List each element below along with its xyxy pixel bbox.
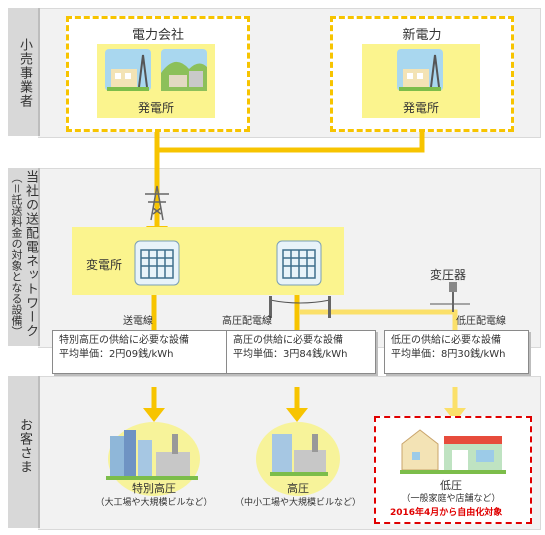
retail-side-label: 小売事業者	[8, 8, 40, 136]
transformer-icon	[449, 282, 457, 312]
network-side-label: 当社の送配電ネットワーク （＝託送料金の対象となる設備）	[8, 168, 40, 346]
power-plant-icon	[105, 49, 151, 91]
high-voltage-line-label: 高圧配電線	[222, 316, 272, 327]
high-customer-name: 高圧	[287, 482, 309, 495]
arrow-to-low	[444, 408, 466, 422]
card-title: 低圧の供給に必要な設備	[391, 335, 501, 346]
liberalization-note: 2016年4月から自由化対象	[390, 508, 503, 518]
distribution-substation-icon	[276, 240, 322, 286]
card-price: 平均単価：3円84銭/kWh	[233, 349, 348, 360]
utility-pole-icon	[269, 296, 331, 318]
network-section-title: 当社の送配電ネットワーク	[23, 170, 38, 338]
low-customer-name: 低圧	[440, 479, 462, 492]
extra-high-customer-desc: （大工場や大規模ビルなど）	[95, 498, 213, 508]
customers-side-label: お客さま	[8, 376, 40, 528]
customers-section-title: お客さま	[17, 418, 32, 474]
transmission-tower-icon	[145, 185, 169, 221]
arrow-to-high	[286, 408, 308, 422]
low-voltage-line-label: 低圧配電線	[456, 316, 506, 327]
retail-section-title: 小売事業者	[17, 38, 32, 108]
substation-icon	[134, 240, 180, 286]
power-company-plant-label: 発電所	[137, 101, 174, 115]
network-section-note: （＝託送料金の対象となる設備）	[10, 172, 23, 337]
arrow-to-extra-high	[143, 408, 165, 422]
house-and-shop-icon	[400, 429, 506, 474]
high-customer-desc: （中小工場や大規模ビルなど）	[234, 498, 361, 508]
equipment-card-high: 高圧の供給に必要な設備 平均単価：3円84銭/kWh	[226, 330, 376, 374]
extra-high-customer-name: 特別高圧	[132, 482, 176, 495]
power-plant-icon	[397, 49, 443, 91]
card-title: 高圧の供給に必要な設備	[233, 335, 343, 346]
new-power-plant-label: 発電所	[402, 101, 439, 115]
factory-icon	[270, 434, 328, 476]
transformer-label: 変圧器	[430, 268, 467, 282]
card-price: 平均単価：8円30銭/kWh	[391, 349, 506, 360]
transmission-line-label: 送電線	[123, 316, 153, 327]
equipment-card-extra-high: 特別高圧の供給に必要な設備 平均単価：2円09銭/kWh	[52, 330, 232, 374]
equipment-card-low: 低圧の供給に必要な設備 平均単価：8円30銭/kWh	[384, 330, 529, 374]
low-customer-desc: （一般家庭や店舗など）	[401, 494, 501, 504]
large-factory-icon	[106, 430, 198, 480]
substation-label: 変電所	[86, 258, 123, 272]
card-title: 特別高圧の供給に必要な設備	[59, 335, 189, 346]
power-company-title: 電力会社	[131, 28, 184, 43]
card-price: 平均単価：2円09銭/kWh	[59, 349, 174, 360]
hydro-plant-icon	[161, 49, 207, 91]
new-power-title: 新電力	[402, 28, 442, 43]
